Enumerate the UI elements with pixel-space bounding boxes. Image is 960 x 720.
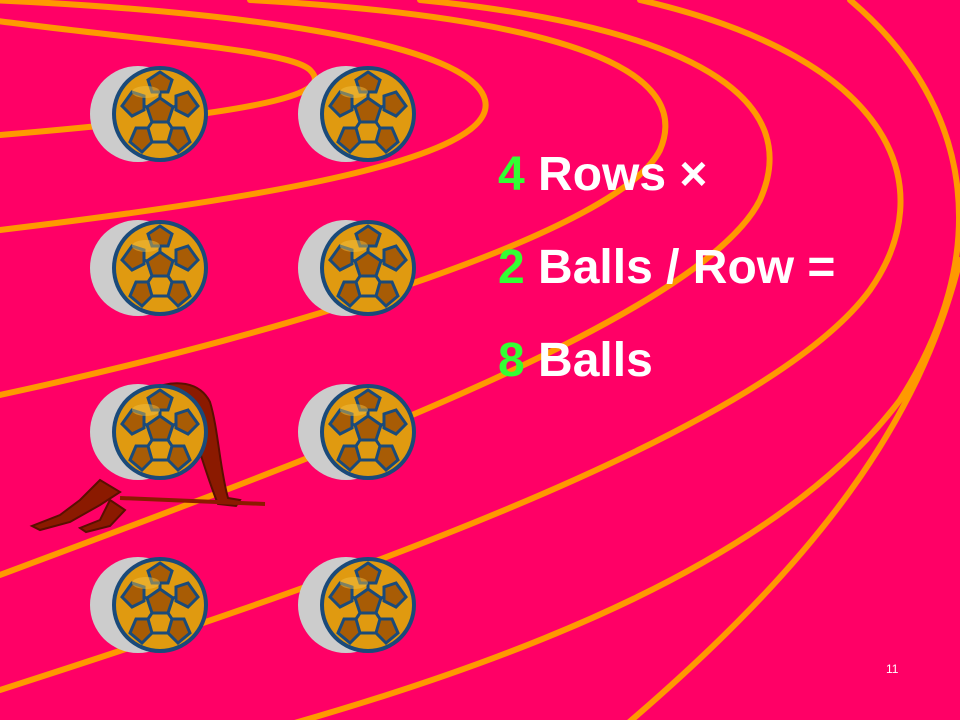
- page-number: 11: [886, 662, 899, 676]
- rows-label: Rows ×: [524, 148, 708, 201]
- soccer-ball-icon: [296, 553, 420, 657]
- soccer-ball-icon: [88, 553, 212, 657]
- soccer-ball-icon: [88, 216, 212, 320]
- equation-line-balls-per-row: 2 Balls / Row =: [498, 241, 835, 334]
- equation: 4 Rows × 2 Balls / Row = 8 Balls: [498, 148, 835, 427]
- track-lane-line: [294, 0, 960, 720]
- soccer-ball-icon: [88, 380, 212, 484]
- soccer-ball-icon: [296, 62, 420, 166]
- total-label: Balls: [524, 334, 653, 387]
- track-lane-line: [0, 0, 773, 578]
- total-number: 8: [498, 334, 525, 387]
- track-lane-line: [0, 0, 904, 693]
- starting-line: [119, 496, 266, 506]
- soccer-ball-icon: [88, 62, 212, 166]
- track-lane-line: [0, 0, 669, 398]
- equation-line-rows: 4 Rows ×: [498, 148, 835, 241]
- soccer-ball-icon: [296, 380, 420, 484]
- track-lane-line: [0, 0, 489, 233]
- soccer-ball-icon: [296, 216, 420, 320]
- equation-line-total: 8 Balls: [498, 334, 835, 427]
- track-lane-line: [627, 257, 960, 720]
- balls-per-row-number: 2: [498, 241, 525, 294]
- balls-per-row-label: Balls / Row =: [524, 241, 836, 294]
- rows-number: 4: [498, 148, 525, 201]
